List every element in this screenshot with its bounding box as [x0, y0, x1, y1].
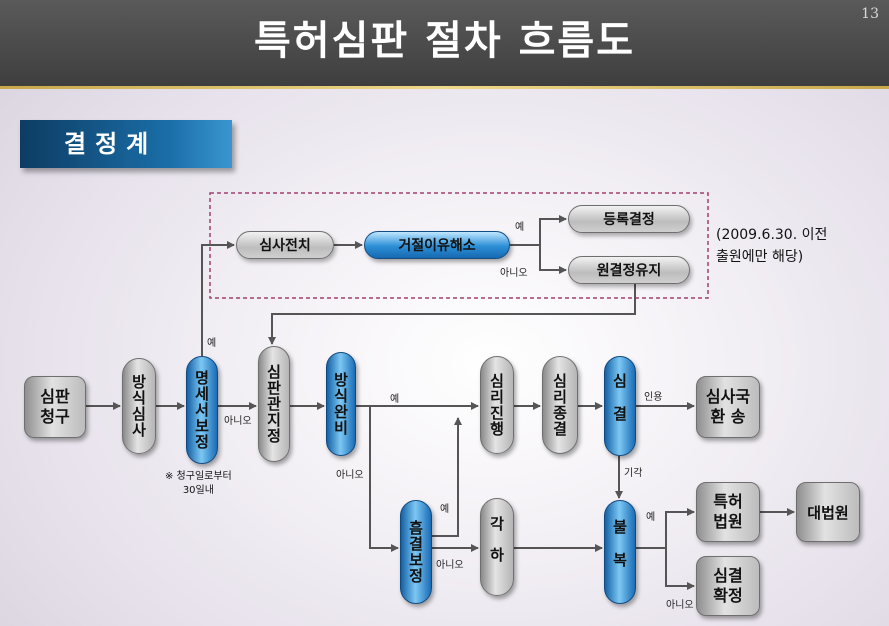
- simgyeol-hwakjeong-node: 심결 확정: [696, 556, 760, 616]
- note-line-2: 출원에만 해당): [716, 249, 804, 265]
- daebeobwon-node: 대법원: [796, 482, 860, 542]
- arrow-wanbi-bojeong: [369, 406, 399, 552]
- arrow-bulbok-hwakjeong: [665, 548, 695, 590]
- title-bar: [0, 0, 889, 86]
- label-no-top: 아니오: [500, 268, 528, 279]
- page-title: 특허심판 절차 흐름도: [253, 18, 636, 64]
- pre-examination-dashed-box: [209, 192, 709, 299]
- simri-jinhaeng-node: 심리진행: [480, 356, 514, 454]
- bulbok-node: 불복: [604, 500, 636, 604]
- label-no-bojeong2: 아니오: [436, 560, 464, 571]
- myeongse-bojeong-node: 명세서보정: [186, 356, 218, 464]
- deadline-footnote: ※ 청구일로부터 30일내: [165, 470, 232, 498]
- simri-jonggyeol-node: 심리종결: [542, 356, 578, 454]
- label-yes-wanbi: 예: [390, 394, 400, 405]
- label-yes-left: 예: [207, 338, 217, 349]
- hwakjeong-line-1: 심결: [713, 566, 743, 585]
- boejeong-node: 흠결보정: [400, 500, 432, 604]
- simsa-jeonchi-node: 심사전치: [236, 231, 334, 259]
- simsaguk-hwanson-node: 심사국 환 송: [696, 376, 760, 438]
- teukheo-beobwon-node: 특허 법원: [696, 482, 760, 542]
- simpan-cheonggu-node: 심판 청구: [24, 376, 86, 438]
- label-no-bojeong: 아니오: [224, 416, 252, 427]
- footnote-line-2: 30일내: [182, 485, 214, 496]
- hwakjeong-line-2: 확정: [713, 586, 743, 605]
- label-yes-bulbok: 예: [646, 512, 656, 523]
- simgyeol-node: 심결: [604, 356, 636, 456]
- deungrok-gyeoljeong-node: 등록결정: [568, 205, 690, 233]
- label-yes-top: 예: [515, 222, 525, 233]
- section-label: 결정계: [64, 130, 158, 158]
- teukheo-line-2: 법원: [713, 512, 743, 531]
- arrow-wongyeol-gwanji: [268, 284, 636, 345]
- geojeol-iyu-node: 거절이유해소: [364, 231, 510, 259]
- label-no-wanbi: 아니오: [336, 470, 364, 481]
- label-inyong: 인용: [644, 392, 663, 403]
- footnote-line-1: ※ 청구일로부터: [165, 471, 232, 482]
- label-yes-bojeong2: 예: [440, 504, 450, 515]
- arrow-myeongse-jeonchi: [201, 241, 235, 356]
- hwanson-line-1: 심사국: [705, 387, 751, 406]
- title-underline: [0, 86, 889, 89]
- label-gigak: 기각: [624, 468, 643, 479]
- arrow-bulbok-teukheo: [636, 508, 695, 549]
- simpan-gwanji-node: 심판관지정: [258, 346, 290, 462]
- section-tab: 결정계: [20, 120, 232, 168]
- arrow-geojeol-deungrok: [510, 215, 567, 246]
- bangsik-simsa-node: 방식심사: [122, 358, 156, 454]
- hwanson-line-2: 환 송: [710, 407, 746, 426]
- note-line-1: (2009.6.30. 이전: [716, 227, 828, 243]
- arrow-geojeol-wongyeol: [539, 245, 567, 274]
- label-no-bulbok: 아니오: [666, 600, 694, 611]
- cheonggu-line-1: 심판: [40, 387, 70, 406]
- arrow-bojeong-jinhaeng: [432, 417, 462, 537]
- applicability-note: (2009.6.30. 이전 출원에만 해당): [716, 224, 827, 268]
- cheonggu-line-2: 청구: [40, 407, 70, 426]
- teukheo-line-1: 특허: [713, 492, 743, 511]
- bangsik-wanbi-node: 방식완비: [326, 352, 356, 456]
- gakha-node: 각하: [480, 498, 514, 596]
- page-number: 13: [861, 6, 879, 22]
- wongyeoljeong-yuji-node: 원결정유지: [568, 256, 690, 284]
